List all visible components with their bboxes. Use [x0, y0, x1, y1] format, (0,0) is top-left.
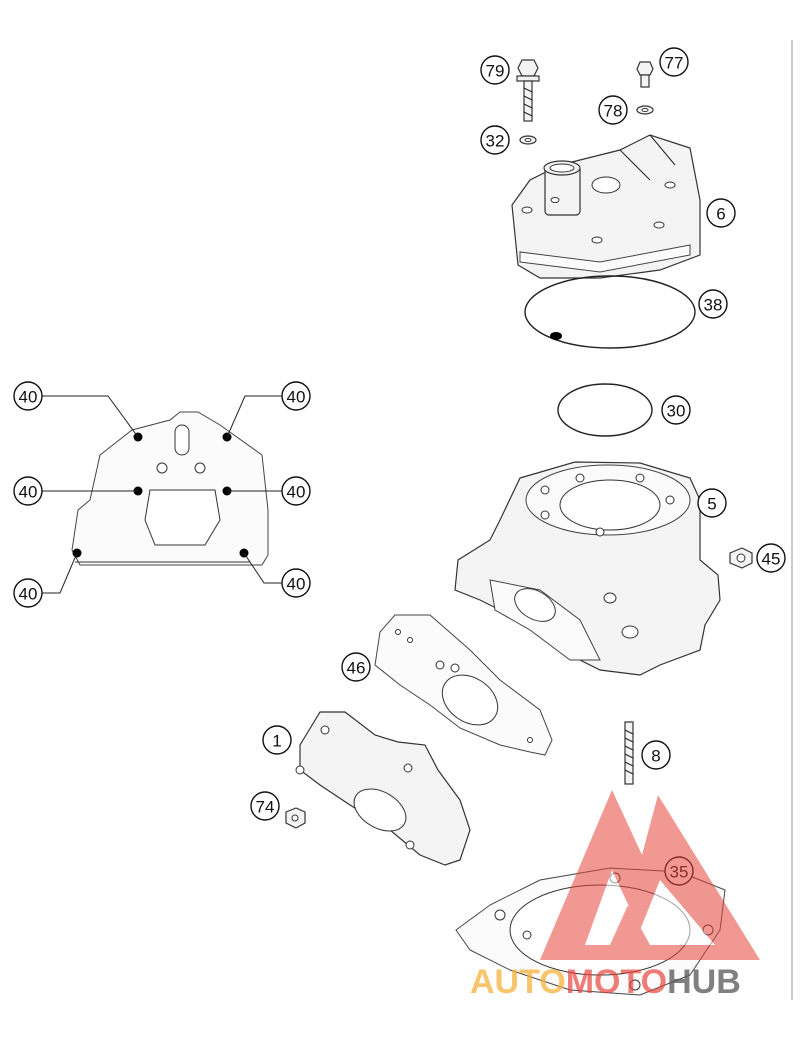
callout-40-label: 40: [287, 575, 306, 594]
callout-78: 78: [598, 95, 628, 125]
gasket-46: [374, 614, 553, 756]
stud-8: [624, 721, 634, 785]
bolt-77: [636, 61, 654, 88]
callout-6-label: 6: [716, 205, 725, 224]
callout-78-label: 78: [604, 102, 623, 121]
callout-8-label: 8: [651, 747, 660, 766]
callout-40-mid-right: 40: [281, 476, 311, 506]
callout-5-label: 5: [707, 495, 716, 514]
callout-1-label: 1: [272, 732, 281, 751]
callout-1: 1: [262, 725, 292, 755]
seal-application-gasket: [42, 395, 282, 594]
cylinder-head: [511, 134, 701, 279]
watermark-text: AUTOMOTOHUB: [470, 963, 741, 1001]
callout-74-label: 74: [256, 798, 275, 817]
bolt-79: [516, 59, 540, 122]
callout-79: 79: [480, 55, 510, 85]
watermark-auto: AUTOMOTOHUB: [470, 963, 741, 1001]
callout-74: 74: [250, 791, 280, 821]
callout-38-label: 38: [704, 296, 723, 315]
callout-45: 45: [756, 543, 786, 573]
callout-32: 32: [480, 125, 510, 155]
callout-45-label: 45: [762, 550, 781, 569]
callout-46: 46: [341, 652, 371, 682]
watermark-moto-part: MOTO: [566, 963, 667, 1001]
callout-30: 30: [661, 395, 691, 425]
callout-77-label: 77: [665, 54, 684, 73]
callout-8: 8: [641, 740, 671, 770]
o-ring-30: [557, 383, 653, 437]
callout-40-bottom-right: 40: [281, 568, 311, 598]
nut-74: [285, 807, 306, 829]
callout-5: 5: [697, 488, 727, 518]
cylinder: [454, 461, 721, 676]
washer-78: [636, 105, 654, 115]
callout-40-label: 40: [287, 483, 306, 502]
callout-40-label: 40: [19, 388, 38, 407]
callout-40-label: 40: [287, 388, 306, 407]
callout-77: 77: [659, 47, 689, 77]
washer-32: [519, 135, 537, 145]
callout-40-top-right: 40: [281, 381, 311, 411]
callout-40-label: 40: [19, 483, 38, 502]
callout-40-top-left: 40: [13, 381, 43, 411]
watermark-logo: [540, 790, 760, 960]
callout-40-bottom-left: 40: [13, 578, 43, 608]
o-ring-38: [524, 275, 696, 349]
callout-30-label: 30: [667, 402, 686, 421]
callout-6: 6: [706, 198, 736, 228]
callout-79-label: 79: [486, 62, 505, 81]
intake-flange-1: [295, 711, 471, 866]
callout-38: 38: [698, 289, 728, 319]
callout-40-label: 40: [19, 585, 38, 604]
callout-46-label: 46: [347, 659, 366, 678]
callout-40-mid-left: 40: [13, 476, 43, 506]
watermark-hub-part: HUB: [667, 963, 741, 1001]
nut-45: [729, 547, 753, 569]
callout-32-label: 32: [486, 132, 505, 151]
watermark-auto-part: AUTO: [470, 963, 566, 1001]
